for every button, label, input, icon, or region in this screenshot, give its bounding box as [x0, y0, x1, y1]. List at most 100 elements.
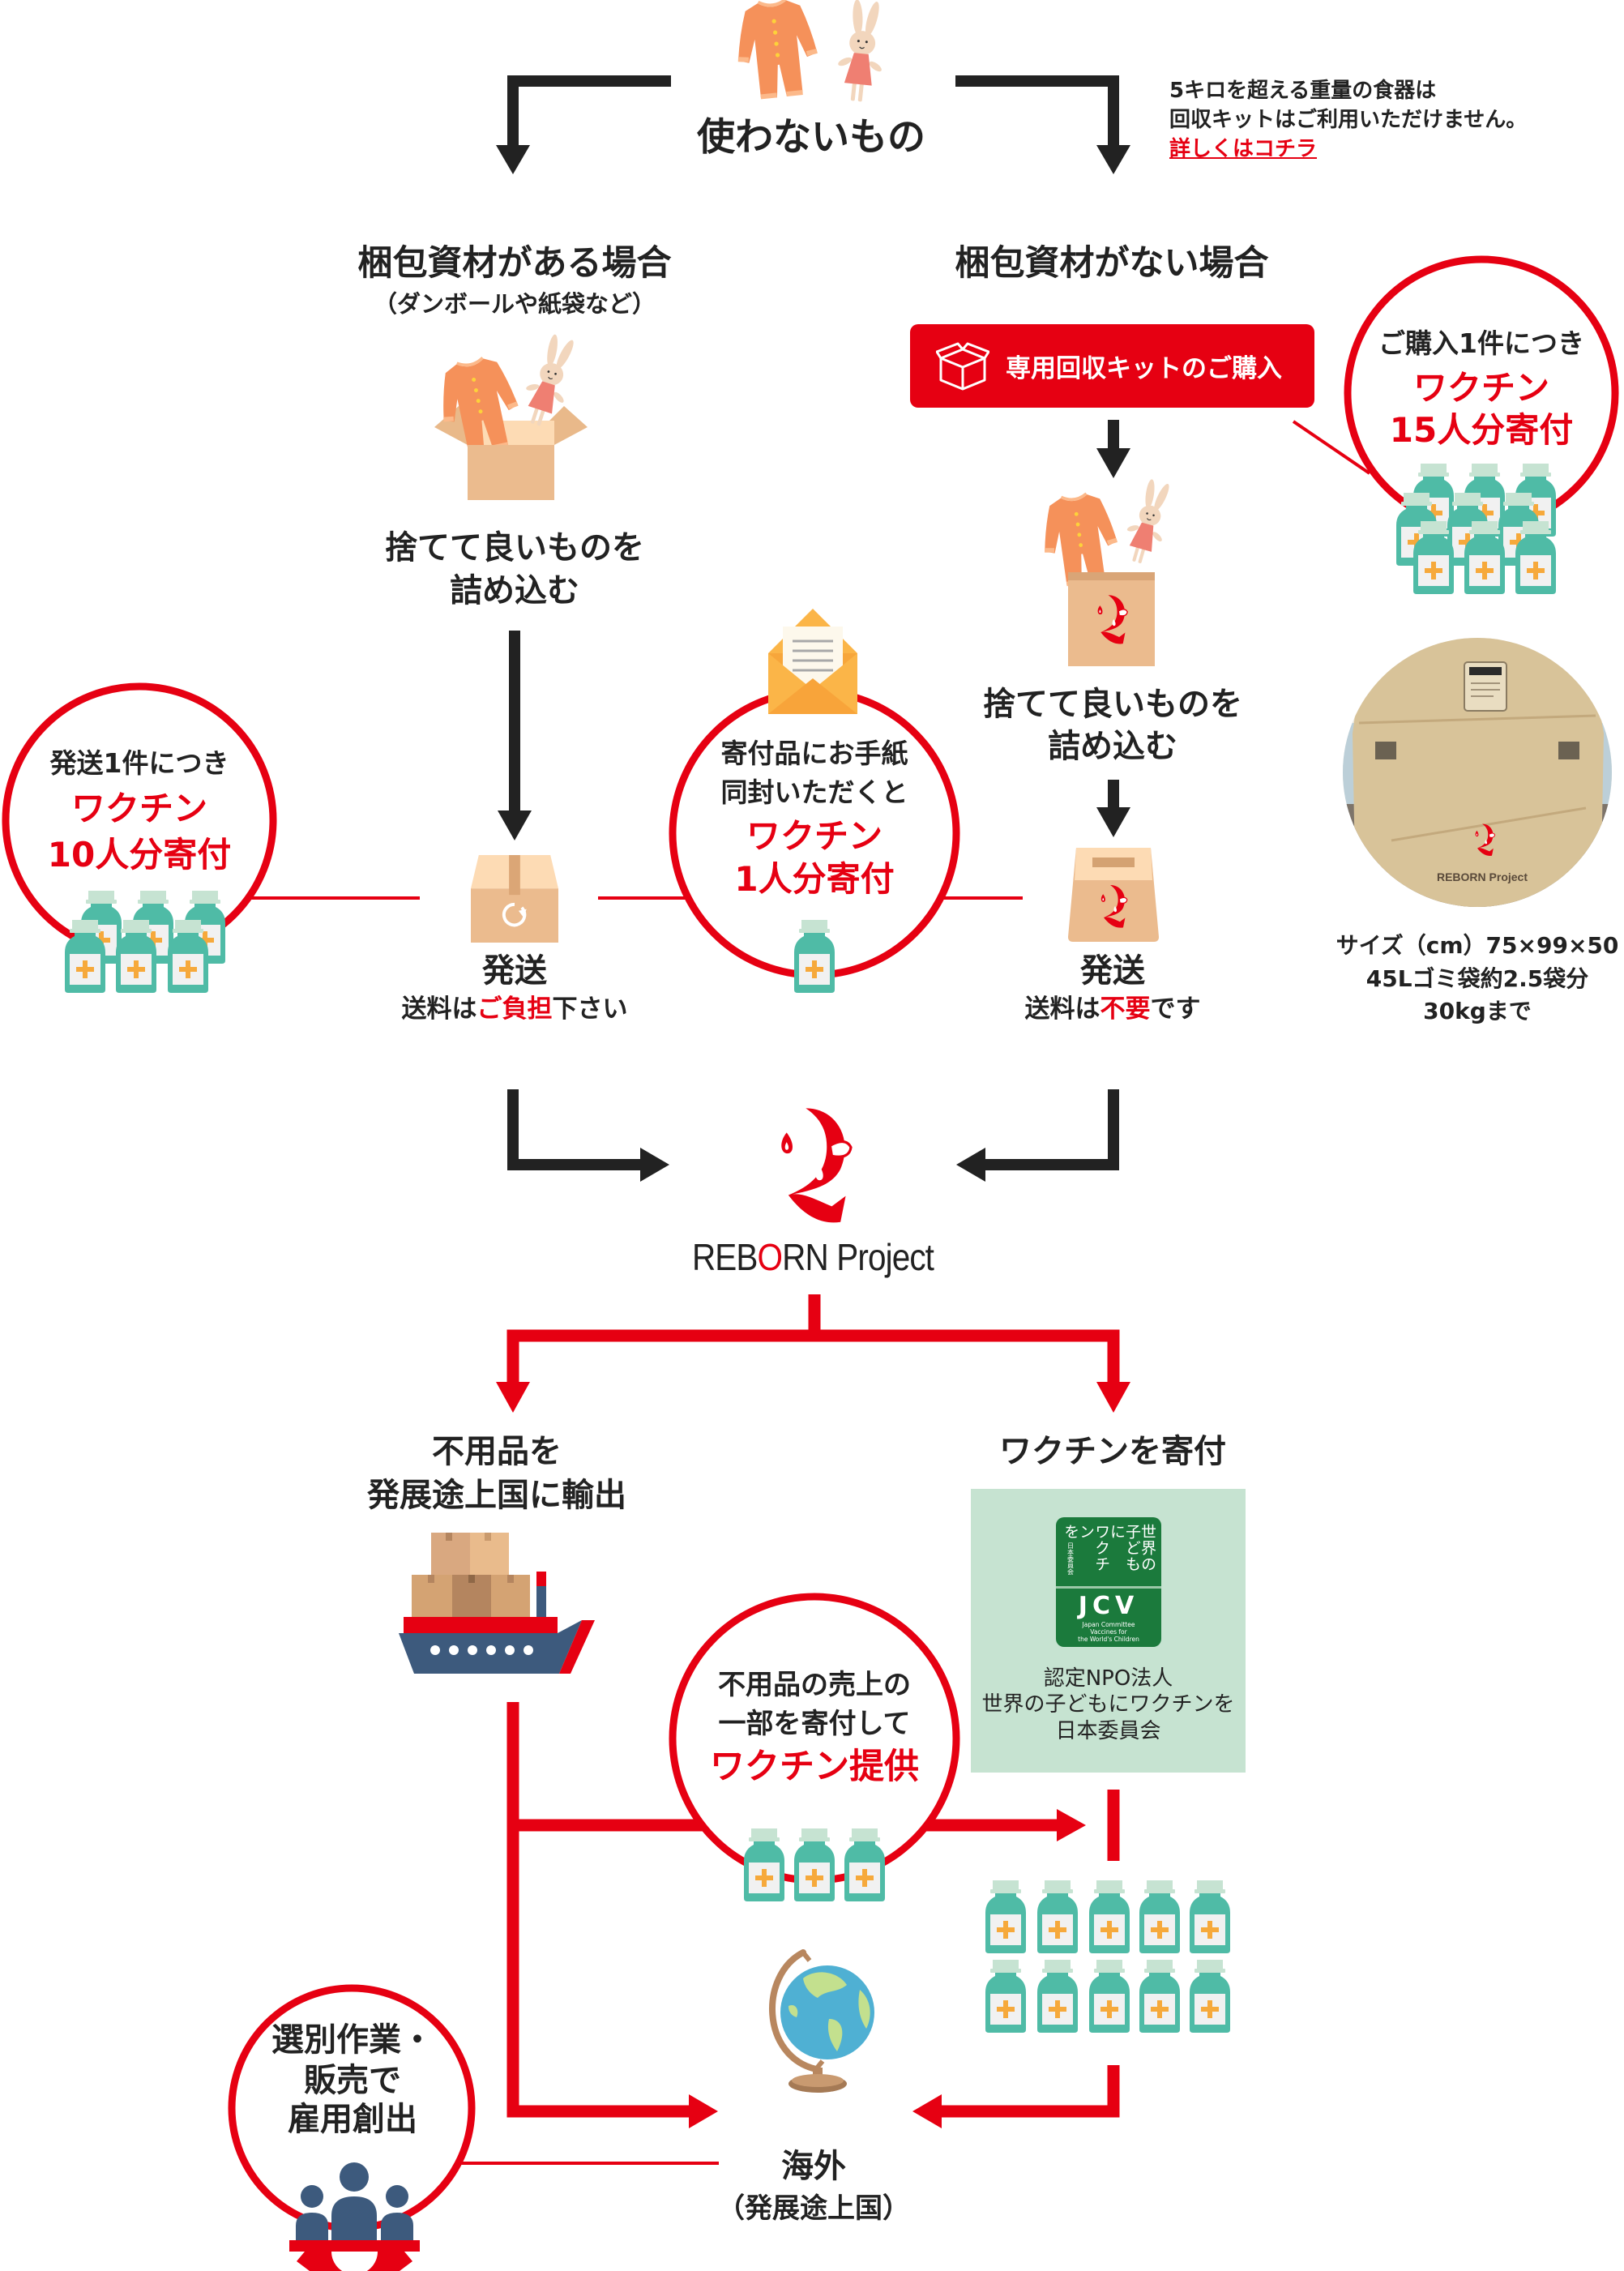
- vaccine-bottle-icon: [1089, 1960, 1130, 2033]
- ship-label-right: 発送: [1080, 952, 1145, 990]
- arrow-to-without-packaging: [955, 75, 1119, 148]
- vaccine-bottles-grid: [985, 1880, 1230, 2033]
- jcv-org-line: 世界の子どもにワクチンを: [981, 1692, 1235, 1717]
- arrow-to-with-packaging: [507, 75, 671, 148]
- arrowhead: [689, 2094, 718, 2128]
- shipping-fee-highlight: 不要: [1100, 994, 1151, 1024]
- jcv-logo-column-text: を: [1062, 1524, 1079, 1540]
- shipping-fee-right: 送料は不要です: [1025, 994, 1201, 1024]
- letter-callout-lead: 寄付品にお手紙: [720, 738, 908, 769]
- vaccine-bottle-icon: [1089, 1880, 1130, 1953]
- shipment-callout-lead: 発送1件につき: [49, 747, 229, 779]
- purchase-callout-highlight: ワクチン: [1412, 368, 1550, 408]
- jcv-panel: 世界の 子どもに ワクチン を 日本委員会 JCV Japan Committe…: [971, 1489, 1246, 1773]
- arrowhead: [1096, 448, 1130, 478]
- box-outline-icon: [936, 342, 989, 390]
- shipment-callout-highlight: 10人分寄付: [47, 835, 232, 875]
- letter-callout-highlight: ワクチン: [746, 816, 883, 856]
- kit-box-with-items-icon: [1043, 478, 1180, 666]
- vaccine-bottles-sales: [744, 1828, 885, 1901]
- jcv-logo-column: 世界の: [1139, 1524, 1156, 1572]
- arrowhead: [1096, 1382, 1130, 1413]
- cargo-ship-icon: [399, 1533, 595, 1674]
- letter-callout-highlight: 1人分寄付: [734, 859, 895, 899]
- baby-clothes-icon: [732, 0, 823, 101]
- employment-callout-line: 雇用創出: [288, 2101, 417, 2138]
- sales-callout-lead: 不用品の売上の: [718, 1669, 911, 1701]
- kit-spec-line: 30kgまで: [1423, 998, 1532, 1024]
- vaccine-bottle-icon: [65, 920, 105, 993]
- vaccine-bottle-icon: [985, 1880, 1026, 1953]
- arrowhead: [640, 1148, 669, 1182]
- shipment-callout-highlight: ワクチン: [71, 789, 208, 828]
- employment-callout-line: 選別作業・: [271, 2021, 434, 2059]
- export-label-line: 不用品を: [432, 1433, 562, 1470]
- arrowhead: [496, 145, 530, 174]
- start-title: 使わないもの: [697, 115, 925, 160]
- recycle-icon: [502, 902, 527, 927]
- jcv-logo-column: ワクチン: [1077, 1524, 1110, 1572]
- jcv-logo-english-line: Japan Committee: [1082, 1621, 1135, 1628]
- vaccine-bottle-icon: [1139, 1960, 1180, 2033]
- vaccine-bottle-icon: [168, 920, 208, 993]
- kit-spec-line: 45Lゴミ袋約2.5袋分: [1365, 965, 1589, 992]
- jcv-logo-english: Japan Committee Vaccines for the World's…: [1056, 1621, 1161, 1643]
- vaccine-bottle-icon: [1515, 521, 1556, 594]
- open-box-with-items-icon: [434, 333, 588, 500]
- arrowhead: [1096, 145, 1130, 174]
- kit-bag-icon: [1068, 848, 1159, 942]
- arrow-left-to-hub: [507, 1089, 642, 1170]
- vaccine-bottle-icon: [1190, 1880, 1230, 1953]
- shipping-fee-highlight: ご負担: [477, 994, 553, 1024]
- arrowhead: [956, 1148, 985, 1182]
- hub-name: REBORN Project: [692, 1235, 934, 1280]
- vaccine-bottle-icon: [1139, 1880, 1180, 1953]
- vaccine-bottle-icon: [116, 920, 156, 993]
- shipping-fee-left: 送料はご負担下さい: [402, 994, 628, 1024]
- sales-callout-highlight: ワクチン提供: [710, 1747, 919, 1787]
- letter-envelope-icon: [768, 609, 857, 714]
- jcv-logo-column: 子どもに: [1108, 1524, 1141, 1572]
- ship-label-left: 発送: [482, 952, 547, 990]
- vaccine-bottle-icon: [985, 1960, 1026, 2033]
- shipping-fee-text: 送料は: [1024, 994, 1100, 1024]
- employment-callout-line: 販売で: [304, 2062, 401, 2099]
- jcv-logo: 世界の 子どもに ワクチン を 日本委員会 JCV Japan Committe…: [1056, 1517, 1161, 1647]
- jcv-logo-vertical-text: 世界の 子どもに ワクチン を 日本委員会: [1062, 1524, 1156, 1585]
- arrowhead: [496, 1382, 530, 1413]
- vaccine-bottle-icon: [1190, 1960, 1230, 2033]
- kit-bag-photo: REBORN Project: [1343, 638, 1612, 907]
- vaccine-bottles-purchase: [1396, 464, 1556, 594]
- vaccine-bottles-letter: [794, 920, 835, 993]
- shipping-fee-text: です: [1150, 994, 1201, 1024]
- reborn-logo-icon: [780, 1106, 853, 1225]
- sales-callout-lead: 一部を寄付して: [718, 1708, 911, 1740]
- vaccine-bottle-icon: [1464, 521, 1505, 594]
- arrowhead: [912, 2094, 942, 2128]
- kit-spec-line: サイズ（cm）75×99×50: [1336, 932, 1619, 959]
- shipping-fee-text: 下さい: [552, 994, 628, 1024]
- note-line: 回収キットはご利用いただけません。: [1169, 108, 1528, 132]
- hub-branch-line: [506, 1329, 1120, 1384]
- without-packaging-heading: 梱包資材がない場合: [955, 243, 1269, 284]
- purchase-kit-button-label: 専用回収キットのご購入: [1006, 354, 1282, 383]
- arrowhead: [1057, 1809, 1086, 1841]
- hub-name-accent: O: [757, 1236, 783, 1278]
- jcv-org-line: 認定NPO法人: [1043, 1666, 1173, 1691]
- jcv-logo-small-text: 日本委員会: [1066, 1542, 1075, 1575]
- pack-step-left-line: 捨てて良いものを: [385, 529, 644, 567]
- details-link[interactable]: 詳しくはコチラ: [1169, 137, 1318, 161]
- vaccine-bottle-icon: [844, 1828, 885, 1901]
- purchase-kit-button[interactable]: 専用回収キットのご購入: [910, 324, 1314, 408]
- jcv-logo-english-line: the World's Children: [1078, 1636, 1139, 1643]
- hub-name-prefix: REB: [691, 1236, 758, 1278]
- with-packaging-heading: 梱包資材がある場合: [357, 243, 672, 284]
- arrow-right-to-hub: [984, 1089, 1119, 1170]
- vaccine-bottles-shipment: [65, 891, 225, 993]
- letter-callout-lead: 同封いただくと: [720, 776, 908, 808]
- with-packaging-subheading: （ダンボールや紙袋など）: [373, 290, 656, 318]
- jcv-logo-abbr: JCV: [1078, 1592, 1139, 1620]
- pack-step-right-line: 詰め込む: [1048, 728, 1177, 765]
- export-label-line: 発展途上国に輸出: [367, 1477, 626, 1514]
